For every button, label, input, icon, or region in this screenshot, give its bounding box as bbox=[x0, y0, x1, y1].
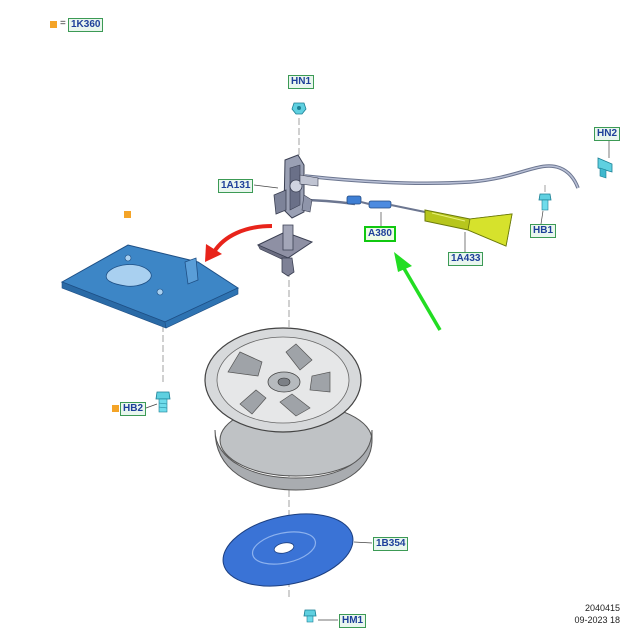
figure-ref-number: 2040415 bbox=[584, 603, 620, 613]
legend-marker-square bbox=[50, 21, 57, 28]
figure-date: 09-2023 18 bbox=[574, 615, 620, 625]
legend-equals: = bbox=[60, 18, 66, 29]
label-hb2[interactable]: HB2 bbox=[120, 402, 147, 416]
a433-extension bbox=[424, 209, 513, 247]
leader-lines bbox=[145, 140, 610, 621]
label-hn1[interactable]: HN1 bbox=[288, 75, 315, 89]
green-pointer-arrow bbox=[394, 252, 442, 331]
label-hn2[interactable]: HN2 bbox=[594, 127, 621, 141]
a380-connector bbox=[346, 195, 426, 213]
bracket-1k360 bbox=[60, 244, 240, 329]
bracket-marker-square bbox=[124, 211, 131, 218]
label-hb1[interactable]: HB1 bbox=[530, 224, 557, 238]
label-1k360[interactable]: 1K360 bbox=[68, 18, 104, 32]
label-1a433[interactable]: 1A433 bbox=[448, 252, 484, 266]
spare-wheel bbox=[204, 327, 373, 491]
hn1-nut bbox=[291, 102, 307, 115]
hoist-plate bbox=[256, 224, 314, 277]
label-hm1[interactable]: HM1 bbox=[339, 614, 367, 628]
hm1-nut bbox=[303, 609, 317, 623]
red-direction-arrow bbox=[205, 224, 273, 262]
hb2-marker-square bbox=[112, 405, 119, 412]
disc-1b354 bbox=[222, 513, 354, 587]
release-cable bbox=[299, 164, 580, 206]
winch-assembly bbox=[273, 154, 319, 219]
hn2-clip bbox=[597, 157, 613, 179]
hb1-bolt bbox=[538, 193, 552, 211]
hb2-bolt bbox=[155, 391, 171, 413]
label-a380[interactable]: A380 bbox=[364, 226, 396, 242]
label-1b354[interactable]: 1B354 bbox=[373, 537, 409, 551]
label-1a131[interactable]: 1A131 bbox=[218, 179, 254, 193]
